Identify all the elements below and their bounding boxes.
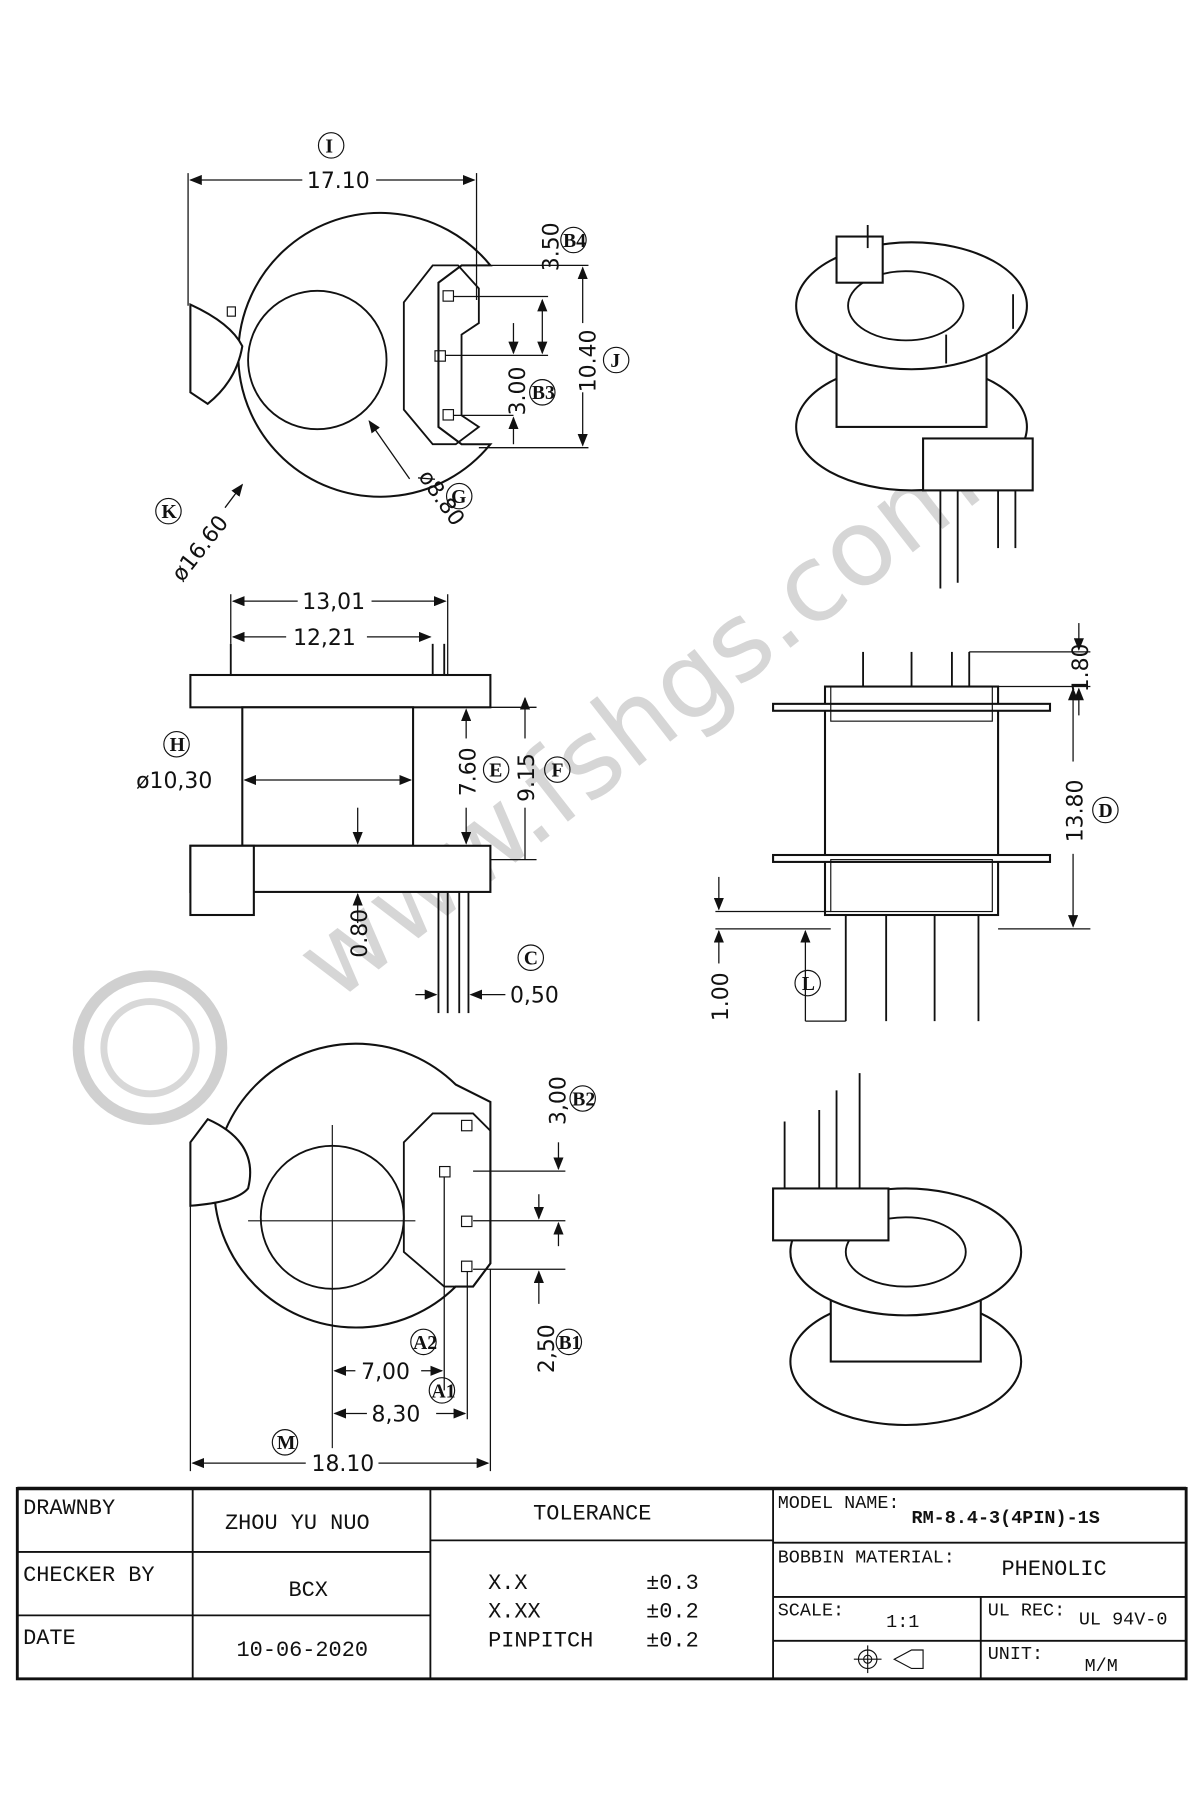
tag-a2: A2: [413, 1333, 437, 1354]
dim-flange-thickness: 0.80: [348, 909, 373, 958]
model-value: RM-8.4-3(4PIN)-1S: [912, 1508, 1100, 1529]
drawn-by-value: ZHOU YU NUO: [225, 1511, 370, 1536]
dim-pin-pitch: 3.00: [506, 367, 531, 416]
tag-j: J: [610, 351, 620, 372]
dim-pin-size: 0,50: [510, 984, 559, 1009]
top-view: 17.10 I 3.50 B4 3.00 B3 10.40 J ø16.60 K…: [155, 132, 630, 586]
front-view: 1.80 13.80 D 1.00 L: [709, 623, 1119, 1022]
dim-bottom-width: 18.10: [312, 1452, 375, 1477]
scale-value: 1:1: [886, 1612, 919, 1633]
date-label: DATE: [23, 1626, 76, 1651]
dim-winding-height: 7.60: [456, 747, 481, 796]
material-label: BOBBIN MATERIAL:: [778, 1547, 955, 1568]
unit-value: M/M: [1085, 1656, 1118, 1677]
dim-pin-span: 12,21: [293, 626, 356, 651]
ul-label: UL REC:: [988, 1600, 1066, 1621]
dim-height: 10.40: [576, 330, 601, 393]
dim-row-a1: 8,30: [372, 1403, 421, 1428]
checker-label: CHECKER BY: [23, 1563, 154, 1588]
tag-b4: B4: [563, 231, 586, 252]
tag-f: F: [552, 761, 564, 782]
tolerance-name: PINPITCH: [488, 1629, 593, 1654]
tag-h: H: [170, 735, 185, 756]
title-block: DRAWNBY ZHOU YU NUO CHECKER BY BCX DATE …: [15, 1486, 1188, 1681]
isometric-view-bottom: [772, 1073, 1023, 1427]
bottom-view: 3,00 B2 2,50 B1 7,00 A2 8,30 A1 18.10 M: [189, 1042, 596, 1477]
isometric-view-top: [795, 224, 1034, 589]
dim-standoff: 1.00: [709, 972, 734, 1021]
dim-flange-width: 13,01: [302, 590, 365, 615]
dim-bottom-pin-pitch: 2,50: [535, 1324, 560, 1373]
drawn-by-label: DRAWNBY: [23, 1496, 115, 1521]
dim-pin-top: 1.80: [1069, 644, 1094, 693]
date-value: 10-06-2020: [237, 1638, 368, 1663]
tag-g: G: [451, 487, 466, 508]
tag-c: C: [524, 949, 538, 970]
tag-b2: B2: [572, 1089, 595, 1110]
tag-b3: B3: [532, 383, 555, 404]
ul-value: UL 94V-0: [1079, 1610, 1168, 1631]
tolerance-title: TOLERANCE: [533, 1502, 651, 1527]
dim-total-height: 9.15: [515, 753, 540, 802]
projection-symbol-icon: [853, 1645, 924, 1674]
dim-bottom-pin-offset: 3,00: [546, 1076, 571, 1125]
dim-outer-dia: ø16.60: [167, 511, 234, 586]
material-value: PHENOLIC: [1002, 1557, 1107, 1582]
side-view: 13,01 12,21 ø10,30 H 7.60 E 9.15 F 0.80 …: [136, 590, 571, 1014]
dim-row-a2: 7,00: [361, 1360, 410, 1385]
tolerance-name: X.X: [488, 1571, 527, 1596]
tag-l: L: [802, 974, 815, 995]
dim-width: 17.10: [307, 169, 370, 194]
unit-label: UNIT:: [988, 1644, 1043, 1665]
tag-a1: A1: [432, 1381, 456, 1402]
tag-d: D: [1098, 801, 1112, 822]
tolerance-value: ±0.2: [646, 1629, 699, 1654]
tag-i: I: [325, 136, 333, 157]
tag-m: M: [277, 1433, 296, 1454]
dim-pin-offset: 3.50: [539, 222, 564, 271]
dim-front-height: 13.80: [1063, 780, 1088, 843]
dim-core-dia: ø10,30: [136, 769, 212, 794]
checker-value: BCX: [288, 1578, 327, 1603]
tag-k: K: [162, 502, 178, 523]
tag-b1: B1: [558, 1333, 581, 1354]
tolerance-value: ±0.2: [646, 1600, 699, 1625]
tag-e: E: [489, 761, 502, 782]
tolerance-value: ±0.3: [646, 1571, 699, 1596]
model-label: MODEL NAME:: [778, 1493, 900, 1514]
tolerance-name: X.XX: [488, 1600, 541, 1625]
scale-label: SCALE:: [778, 1600, 844, 1621]
